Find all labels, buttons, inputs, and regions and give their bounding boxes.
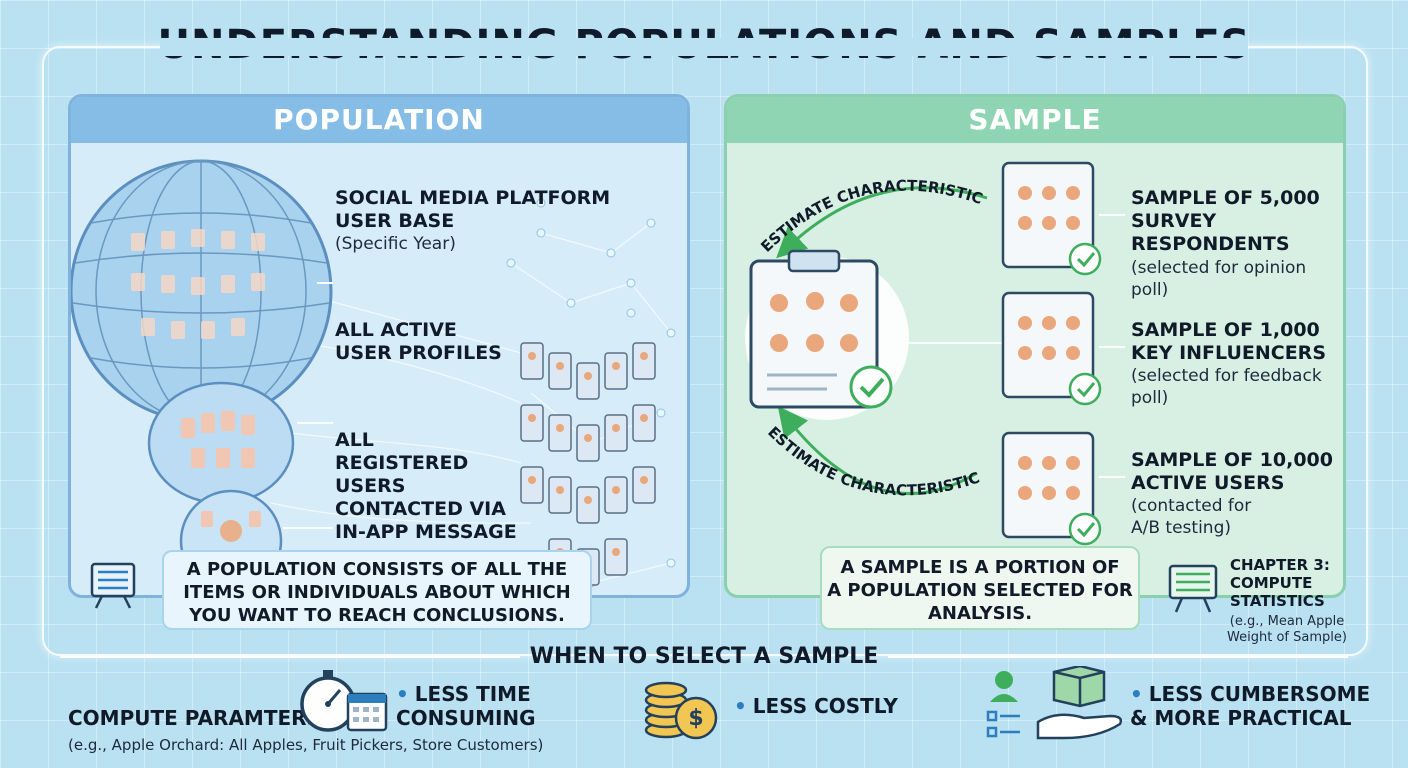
population-heading: POPULATION	[71, 97, 687, 143]
check-icon	[849, 365, 893, 409]
population-item-sub: (Specific Year)	[335, 234, 456, 254]
clipboard-icon	[1001, 291, 1102, 406]
sample-item-sub: (selected for feedback poll)	[1131, 366, 1322, 408]
sample-item-label: SAMPLE OF 5,000 SURVEY RESPONDENTS	[1131, 187, 1320, 255]
population-panel: POPULATION	[68, 94, 690, 598]
person-checklist-icon	[986, 671, 1020, 738]
stopwatch-icon	[300, 670, 388, 732]
population-item-label: ALL ACTIVE USER PROFILES	[335, 319, 502, 364]
hand-box-icon	[1036, 666, 1123, 740]
reason-label: LESS COSTLY	[734, 694, 898, 718]
population-definition: A POPULATION CONSISTS OF ALL THE ITEMS O…	[162, 550, 592, 630]
population-item-label: SOCIAL MEDIA PLATFORM USER BASE	[335, 187, 611, 232]
clipboard-icon	[749, 249, 879, 409]
compute-parameters-sub: (e.g., Apple Orchard: All Apples, Fruit …	[68, 736, 544, 754]
compute-parameters-label: COMPUTE PARAMTERS	[68, 706, 321, 730]
svg-text:$: $	[688, 706, 703, 731]
population-item-label: ALL REGISTERED USERS CONTACTED VIA IN-AP…	[335, 429, 517, 543]
clipboard-icon	[1001, 431, 1102, 546]
chapter-sub: (e.g., Mean Apple Weight of Sample)	[1227, 614, 1347, 645]
coin-stack-icon: $	[644, 681, 718, 740]
calendar-icon	[346, 692, 388, 732]
globe-icon	[71, 159, 333, 423]
easel-board-icon	[1168, 564, 1218, 613]
network-nodes	[506, 198, 676, 588]
sample-heading: SAMPLE	[727, 97, 1343, 143]
clipboard-icon	[1001, 161, 1102, 276]
arrow-bottom	[777, 406, 978, 495]
sample-definition: A SAMPLE IS A PORTION OF A POPULATION SE…	[820, 546, 1140, 630]
reason-label: LESS CUMBERSOME & MORE PRACTICAL	[1130, 682, 1370, 730]
arrow-top	[776, 186, 988, 259]
divider	[60, 656, 520, 658]
when-heading: WHEN TO SELECT A SAMPLE	[529, 644, 879, 669]
sample-item-sub: (selected for opinion poll)	[1131, 258, 1307, 300]
phone-grid	[520, 342, 656, 586]
divider	[888, 656, 1348, 658]
sample-item-label: SAMPLE OF 1,000 KEY INFLUENCERS	[1131, 319, 1327, 364]
sample-item-label: SAMPLE OF 10,000 ACTIVE USERS	[1131, 449, 1333, 494]
frame-title-gap	[160, 38, 1248, 56]
reason-label: LESS TIME CONSUMING	[396, 682, 536, 730]
sample-item-sub: (contacted for A/B testing)	[1131, 496, 1252, 538]
user-profiles-disc	[147, 381, 295, 505]
easel-board-icon	[90, 562, 136, 609]
chapter-label: CHAPTER 3: COMPUTE STATISTICS	[1230, 556, 1330, 610]
